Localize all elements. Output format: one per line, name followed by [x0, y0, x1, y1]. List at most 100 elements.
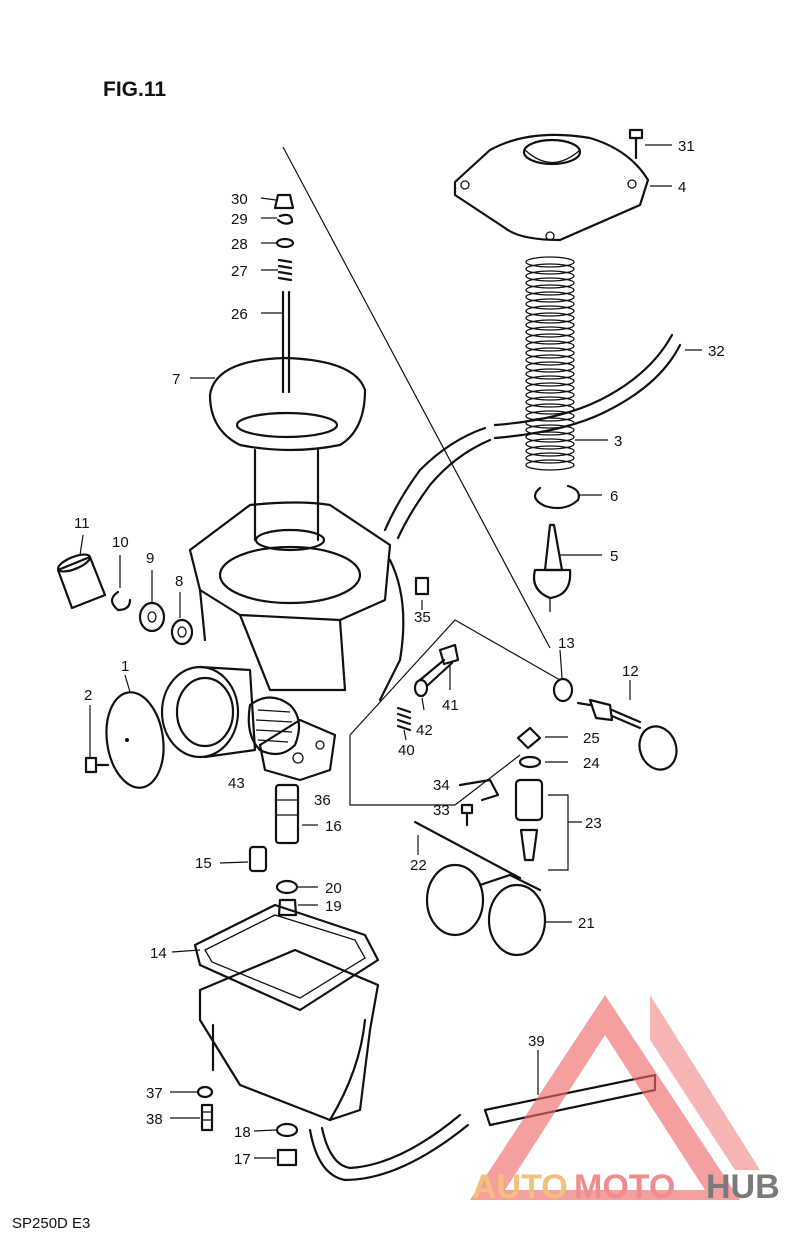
callout-23: 23 — [585, 815, 602, 832]
part-top-cap — [453, 133, 650, 242]
callout-16: 16 — [325, 818, 342, 835]
callout-36: 36 — [314, 792, 331, 809]
watermark-text-hub: HUB — [706, 1168, 780, 1206]
part-carburetor-body — [188, 501, 405, 702]
figure-title: FIG.11 — [103, 78, 166, 101]
spring-coil — [525, 403, 575, 415]
spring-coil — [525, 459, 575, 471]
spring-coil — [525, 263, 575, 275]
spring-coil — [525, 424, 575, 436]
spring-coil — [525, 410, 575, 422]
assembly-line-top — [282, 146, 551, 649]
part-screw-38 — [200, 1103, 214, 1132]
callout-32: 32 — [708, 343, 725, 360]
part-pilot-jet-15 — [248, 845, 268, 873]
watermark-logo — [470, 995, 760, 1200]
part-drain-plug-17 — [276, 1148, 298, 1167]
part-bracket-34 — [458, 778, 500, 802]
part-needle — [532, 523, 572, 612]
callout-30: 30 — [231, 191, 248, 208]
callout-21: 21 — [578, 915, 595, 932]
callout-19: 19 — [325, 898, 342, 915]
watermark-text-moto: MOTO — [574, 1168, 675, 1206]
part-diaphragm-piston — [208, 356, 367, 542]
spring-coil — [525, 333, 575, 345]
callout-39: 39 — [528, 1033, 545, 1050]
part-screw-33 — [460, 803, 474, 827]
callout-38: 38 — [146, 1111, 163, 1128]
callout-31: 31 — [678, 138, 695, 155]
callout-11: 11 — [74, 515, 90, 532]
spring-coil — [525, 396, 575, 408]
part-washer-42 — [413, 678, 429, 698]
callout-labels: 31 4 30 29 28 27 26 32 7 3 6 11 10 9 8 5… — [74, 138, 725, 1168]
part-float-valve-23 — [514, 778, 582, 871]
callout-18: 18 — [234, 1124, 251, 1141]
callout-24: 24 — [583, 755, 600, 772]
leader-lines — [79, 144, 702, 1159]
callout-43: 43 — [228, 775, 245, 792]
part-washer-9 — [138, 601, 166, 633]
spring-coil — [525, 382, 575, 394]
callout-14: 14 — [150, 945, 167, 962]
callout-9: 9 — [146, 550, 154, 567]
part-pin-22 — [413, 820, 522, 880]
spring-coil — [525, 368, 575, 380]
spring-coil — [525, 277, 575, 289]
callout-7: 7 — [172, 371, 180, 388]
part-jet-35 — [414, 576, 430, 596]
callout-25: 25 — [583, 730, 600, 747]
callout-2: 2 — [84, 687, 92, 704]
part-spring-40 — [396, 706, 412, 732]
callout-3: 3 — [614, 433, 622, 450]
spring-coil — [525, 431, 575, 443]
callout-10: 10 — [112, 534, 129, 551]
callout-13: 13 — [558, 635, 575, 652]
part-screw-41 — [418, 643, 460, 687]
spring-coil — [525, 305, 575, 317]
spring-coil — [525, 347, 575, 359]
part-floats-21 — [425, 863, 547, 957]
callout-12: 12 — [622, 663, 639, 680]
spring-coil — [525, 312, 575, 324]
part-spring — [525, 256, 575, 471]
part-screw-2 — [84, 756, 110, 774]
part-throttle-spring — [247, 696, 301, 756]
part-washer-18 — [275, 1122, 299, 1138]
part-cap-25 — [516, 726, 542, 750]
callout-42: 42 — [416, 722, 433, 739]
part-clip-ring — [533, 484, 580, 510]
spring-coil — [525, 284, 575, 296]
callout-41: 41 — [442, 697, 459, 714]
spring-coil — [525, 389, 575, 401]
part-hose-32 — [493, 333, 674, 427]
part-cap-11 — [56, 553, 107, 610]
watermark-triangle-icon — [470, 995, 740, 1200]
callout-26: 26 — [231, 306, 248, 323]
callout-17: 17 — [234, 1151, 251, 1168]
callout-6: 6 — [610, 488, 618, 505]
callout-27: 27 — [231, 263, 248, 280]
spring-coil — [525, 291, 575, 303]
callout-40: 40 — [398, 742, 415, 759]
part-screw-31 — [628, 128, 644, 160]
part-cover-plate — [105, 691, 165, 789]
spring-coil — [525, 326, 575, 338]
spring-coil — [525, 452, 575, 464]
part-stack-26-30 — [273, 193, 295, 394]
spring-coil — [525, 319, 575, 331]
spring-coil — [525, 445, 575, 457]
spring-coil — [525, 270, 575, 282]
callout-8: 8 — [175, 573, 183, 590]
spring-coil — [525, 298, 575, 310]
spring-coil — [525, 340, 575, 352]
callout-37: 37 — [146, 1085, 163, 1102]
spring-coil — [525, 438, 575, 450]
part-clip-10 — [110, 590, 132, 612]
callout-15: 15 — [195, 855, 212, 872]
spring-coil — [525, 375, 575, 387]
part-oring-13 — [552, 677, 574, 703]
callout-28: 28 — [231, 236, 248, 253]
callout-22: 22 — [410, 857, 427, 874]
spring-coil — [525, 256, 575, 268]
